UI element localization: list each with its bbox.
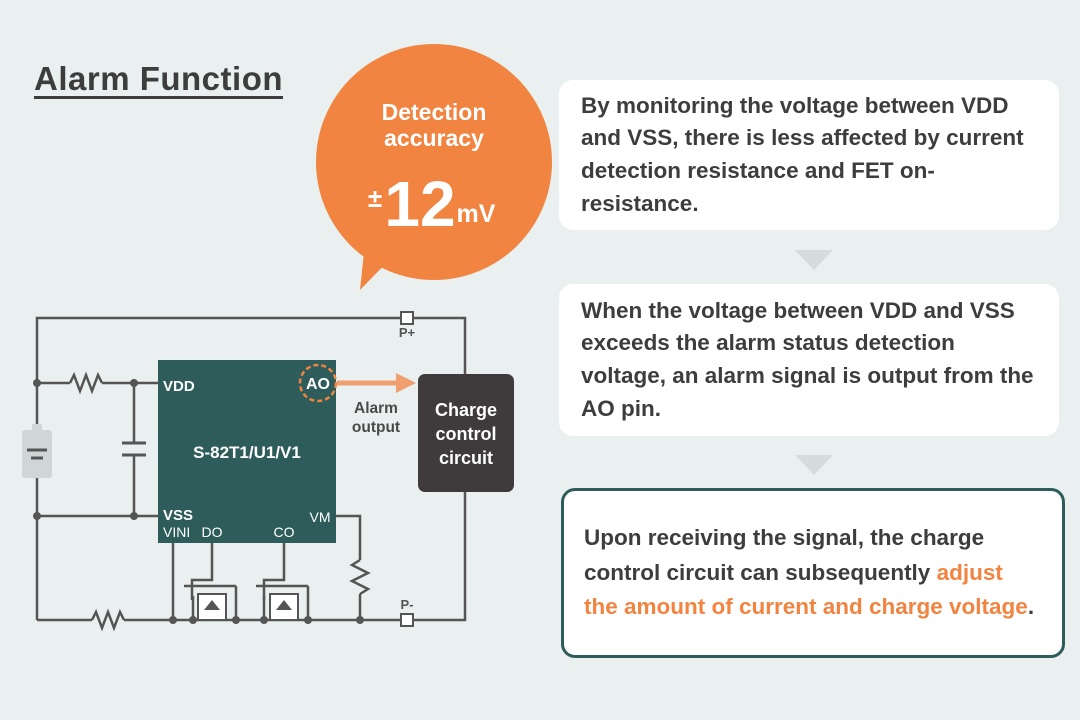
- alarm-output-label-line2: output: [352, 419, 400, 436]
- circuit-diagram: Detection accuracy ± 12 mV: [22, 44, 552, 632]
- battery-icon: [22, 424, 52, 478]
- mosfet-do-icon: [197, 593, 227, 621]
- pin-ao-label: AO: [306, 376, 330, 393]
- flow-down-arrow-icon: [795, 455, 833, 475]
- bubble-label-line2: accuracy: [384, 125, 484, 151]
- card-1-text: By monitoring the voltage between VDD an…: [581, 92, 1024, 216]
- bubble-unit: mV: [457, 200, 496, 228]
- card-3-highlight: adjust the amount of current and charge …: [584, 559, 1028, 620]
- ic-name: S-82T1/U1/V1: [193, 443, 301, 462]
- junction-dots: [33, 379, 364, 624]
- bubble-plus-minus: ±: [368, 183, 382, 213]
- pin-co-label: CO: [274, 524, 295, 540]
- explanation-card-3: Upon receiving the signal, the charge co…: [561, 488, 1065, 658]
- terminal-p-minus-icon: [400, 613, 414, 627]
- card-3-text-before: Upon receiving the signal, the charge co…: [584, 524, 985, 585]
- ccc-label-line3: circuit: [439, 448, 493, 468]
- alarm-output-arrow: [337, 373, 416, 393]
- mosfet-co-icon: [269, 593, 299, 621]
- pin-vini-label: VINI: [163, 524, 190, 540]
- card-3-text-after: .: [1027, 594, 1035, 620]
- ic-chip: VDD S-82T1/U1/V1 VSS VINI DO CO VM AO: [158, 360, 338, 543]
- flow-down-arrow-icon: [795, 250, 833, 270]
- bubble-value: 12: [384, 168, 455, 240]
- pin-vss-label: VSS: [163, 507, 193, 524]
- alarm-output-label-line1: Alarm: [354, 400, 398, 417]
- ccc-label-line2: control: [436, 424, 497, 444]
- pin-vm-label: VM: [310, 509, 331, 525]
- charge-control-circuit-box: Charge control circuit: [418, 374, 514, 492]
- ccc-label-line1: Charge: [435, 400, 497, 420]
- terminal-p-plus-icon: [400, 311, 414, 325]
- explanation-card-1: By monitoring the voltage between VDD an…: [559, 80, 1059, 230]
- explanation-card-2: When the voltage between VDD and VSS exc…: [559, 284, 1059, 436]
- pin-vdd-label: VDD: [163, 378, 195, 395]
- page-title: Alarm Function: [34, 60, 284, 97]
- terminal-p-minus-label: P-: [401, 597, 414, 612]
- pin-do-label: DO: [202, 524, 223, 540]
- detection-accuracy-bubble: Detection accuracy ± 12 mV: [316, 44, 552, 290]
- terminal-p-plus-label: P+: [399, 325, 416, 340]
- card-3-text: Upon receiving the signal, the charge co…: [584, 521, 1040, 626]
- bubble-label-line1: Detection: [382, 99, 487, 125]
- capacitor-icon: [122, 441, 146, 457]
- ao-highlight-ring: [298, 363, 338, 403]
- card-2-text: When the voltage between VDD and VSS exc…: [581, 297, 1034, 421]
